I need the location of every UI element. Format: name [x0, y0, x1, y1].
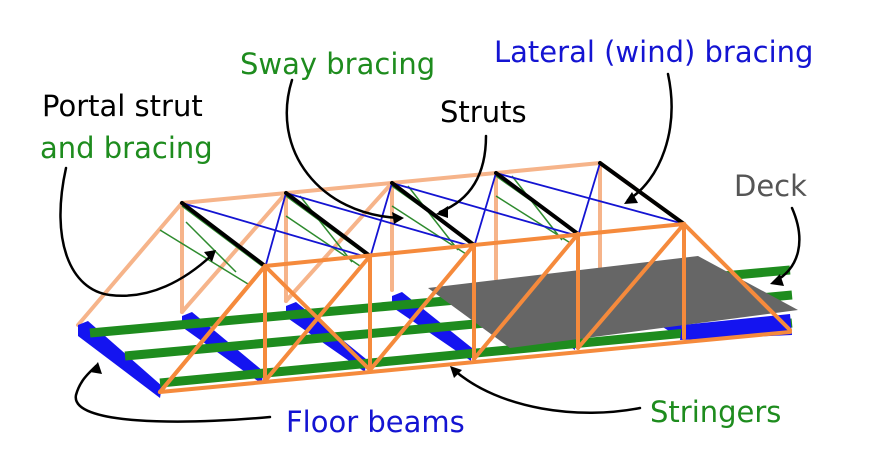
strut — [598, 161, 686, 226]
struts-arrow — [438, 134, 488, 214]
deck-arrow — [772, 206, 801, 284]
stringers-arrow — [452, 368, 642, 415]
near-truss — [158, 222, 792, 394]
callout-arrows — [59, 72, 801, 423]
arrowhead — [436, 206, 448, 218]
arrowhead — [450, 366, 462, 378]
deck-label: Deck — [734, 169, 807, 203]
stringers-label: Stringers — [650, 395, 781, 429]
sway-bracing-label: Sway bracing — [240, 47, 435, 81]
floor-beams-arrow — [74, 364, 272, 423]
deck — [428, 256, 798, 348]
portal-strut-label: Portal strut — [42, 89, 203, 123]
sway-bracing-arrow — [285, 78, 402, 220]
strut — [284, 191, 372, 258]
floor-beams-label: Floor beams — [286, 405, 465, 439]
portal-strut-arrow — [59, 166, 214, 298]
lateral-bracing-label: Lateral (wind) bracing — [494, 35, 813, 69]
strut — [180, 201, 267, 268]
strut — [390, 181, 476, 247]
lateral-bracing — [181, 162, 685, 269]
struts-label: Struts — [440, 95, 527, 129]
lateral-bracing-arrow — [626, 72, 673, 202]
strut — [494, 171, 580, 236]
arrowhead — [770, 274, 784, 286]
arrowhead — [624, 192, 638, 204]
arrowhead — [204, 250, 216, 262]
portal-bracing-label: and bracing — [40, 131, 213, 165]
floor-beam — [78, 321, 162, 398]
arrowhead — [90, 362, 102, 374]
struts — [180, 161, 686, 268]
arrowhead — [392, 212, 404, 224]
